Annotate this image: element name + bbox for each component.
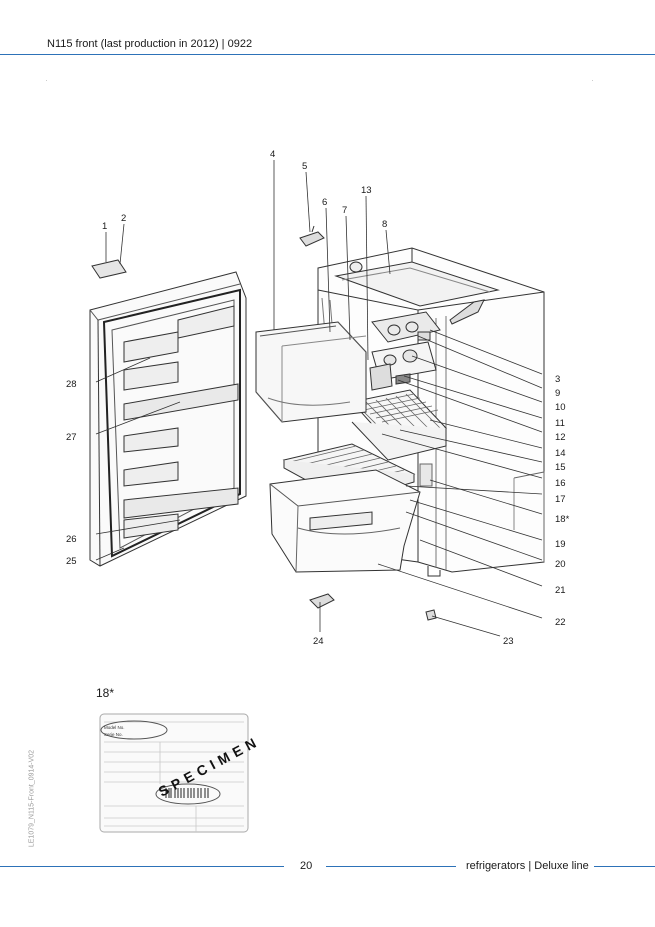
model-label: Model No.	[104, 725, 125, 730]
callout-7: 7	[342, 205, 347, 216]
serial-label: Serie No.	[104, 732, 123, 737]
callout-1: 1	[102, 221, 107, 232]
callout-25: 25	[66, 556, 77, 567]
callout-19: 19	[555, 539, 566, 550]
callout-8: 8	[382, 219, 387, 230]
page-header-title: N115 front (last production in 2012) | 0…	[47, 38, 253, 50]
bottom-hinge	[309, 593, 335, 609]
hinge-part	[299, 231, 325, 247]
footer-rule-middle	[326, 866, 456, 867]
page-number: 20	[300, 860, 313, 872]
callout-9: 9	[555, 388, 560, 399]
callout-13: 13	[361, 185, 372, 196]
callout-14: 14	[555, 448, 566, 459]
callout-labels: 1 2 4 5 6 7 13 8 3 9 10 11 12 14 15 16 1…	[66, 149, 570, 647]
freezer-compartment-door	[255, 321, 367, 423]
callout-24: 24	[313, 636, 324, 647]
callout-22: 22	[555, 617, 566, 628]
callout-11: 11	[555, 418, 565, 429]
callout-16: 16	[555, 478, 566, 489]
barcode	[165, 788, 209, 798]
callout-21: 21	[555, 585, 566, 596]
callout-18: 18*	[555, 514, 570, 525]
callout-26: 26	[66, 534, 77, 545]
leader-lines	[95, 160, 543, 637]
specimen-label: 18*	[96, 686, 115, 700]
callout-17: 17	[555, 494, 566, 505]
rating-plate-specimen: Model No. Serie No. SPECIMEN	[99, 713, 263, 833]
callout-27: 27	[66, 432, 77, 443]
callout-5: 5	[302, 161, 307, 172]
footer-rule-left	[0, 866, 284, 867]
screw-part	[425, 609, 437, 621]
callout-10: 10	[555, 402, 566, 413]
refrigerator-door	[89, 259, 247, 567]
header-rule	[0, 54, 655, 55]
callout-3: 3	[555, 374, 560, 385]
callout-4: 4	[270, 149, 275, 160]
callout-6: 6	[322, 197, 327, 208]
callout-20: 20	[555, 559, 566, 570]
dot	[592, 80, 593, 81]
callout-15: 15	[555, 462, 566, 473]
callout-23: 23	[503, 636, 514, 647]
callout-12: 12	[555, 432, 566, 443]
callout-2: 2	[121, 213, 126, 224]
dot	[46, 80, 47, 81]
crisper-drawer	[269, 469, 421, 573]
footer-section: refrigerators | Deluxe line	[466, 860, 589, 872]
footer-rule-right	[594, 866, 655, 867]
callout-28: 28	[66, 379, 77, 390]
document-code: LE1079_N115-Front_0914-V02	[28, 749, 36, 848]
